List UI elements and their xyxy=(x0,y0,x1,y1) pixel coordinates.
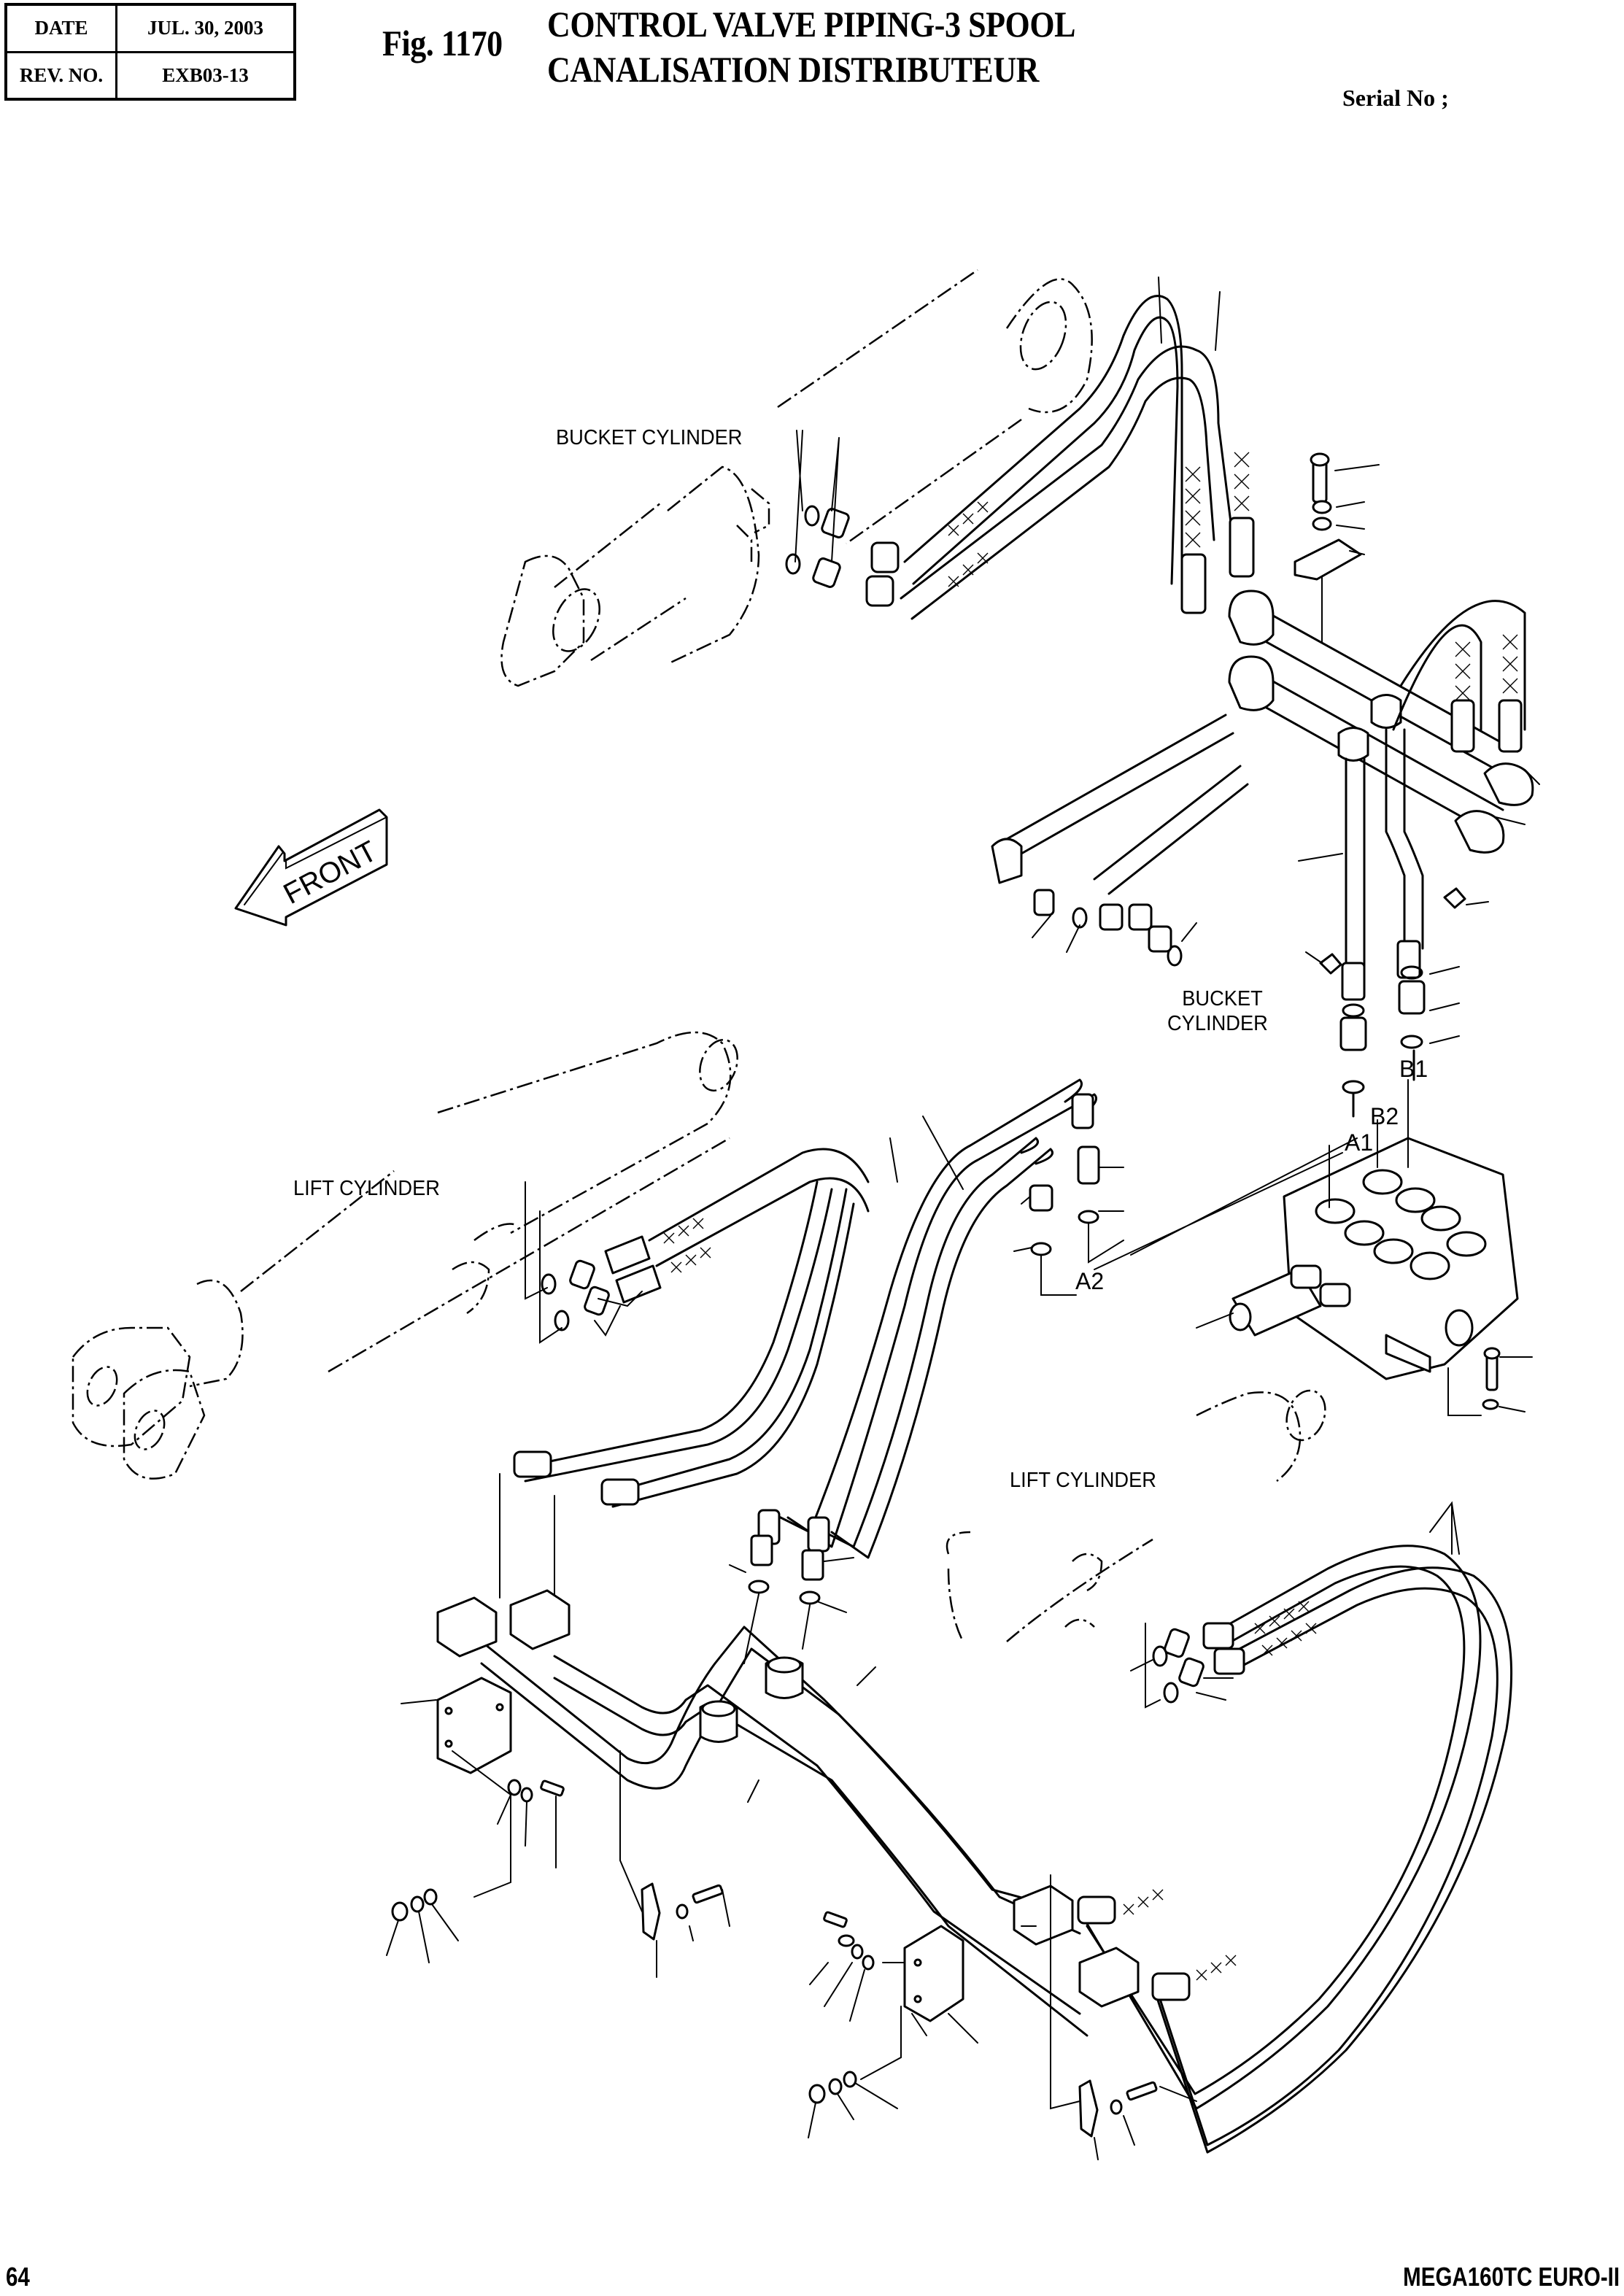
bucket-cylinder-label-top: BUCKET CYLINDER xyxy=(556,426,743,449)
bucket-cylinder-label-mid: BUCKET CYLINDER xyxy=(1167,986,1268,1036)
page-number: 64 xyxy=(6,2262,30,2292)
lift-hoses-upper xyxy=(765,1078,1358,1559)
bucket-cylinder-fittings xyxy=(785,430,900,607)
lift-cylinder-label-left: LIFT CYLINDER xyxy=(293,1177,440,1200)
lift-cylinder-left xyxy=(71,1031,738,1480)
steel-tube-assembly-lower xyxy=(436,1589,1140,2037)
revision-value: EXB03-13 xyxy=(115,50,296,101)
tube-tee-adapters xyxy=(729,1534,854,1664)
figure-number: Fig. 1170 xyxy=(382,23,503,63)
mounting-hardware xyxy=(386,1677,1197,2160)
date-row: DATE JUL. 30, 2003 xyxy=(4,3,296,53)
lift-cylinder-right xyxy=(946,1389,1326,1709)
control-valve-3-spool xyxy=(1196,1079,1533,1416)
figure-title-english: CONTROL VALVE PIPING-3 SPOOL xyxy=(547,4,1076,45)
port-label-a2: A2 xyxy=(1075,1268,1105,1294)
steel-tube-manifold xyxy=(1228,590,1540,986)
clamp-assembly-top xyxy=(1294,452,1380,643)
figure-title-french: CANALISATION DISTRIBUTEUR xyxy=(547,49,1040,90)
valve-inlet-pipes xyxy=(1305,887,1489,1118)
bucket-cylinder-top xyxy=(500,268,1093,687)
port-label-b1: B1 xyxy=(1399,1056,1428,1082)
bucket-cylinder-label-mid-line1: BUCKET xyxy=(1182,987,1263,1010)
bucket-hoses-lower xyxy=(991,714,1249,967)
front-direction-arrow: FRONT xyxy=(234,808,388,927)
revision-row: REV. NO. EXB03-13 xyxy=(4,50,296,101)
bucket-hoses-upper xyxy=(900,277,1255,620)
model-name: MEGA160TC EURO-II xyxy=(1403,2262,1620,2292)
serial-number-label: Serial No ; xyxy=(1342,85,1449,111)
date-label: DATE xyxy=(4,3,117,53)
lift-cylinder-label-right: LIFT CYLINDER xyxy=(1010,1469,1156,1492)
revision-info-table: DATE JUL. 30, 2003 REV. NO. EXB03-13 xyxy=(4,3,296,101)
port-label-b2: B2 xyxy=(1370,1103,1399,1129)
lift-hoses-lower xyxy=(499,1180,855,1599)
lift-hoses-right-loop xyxy=(1077,1501,1513,2154)
bucket-cylinder-label-mid-line2: CYLINDER xyxy=(1167,1012,1268,1035)
figure-title: CONTROL VALVE PIPING-3 SPOOL CANALISATIO… xyxy=(547,1,1075,92)
revision-label: REV. NO. xyxy=(4,50,117,101)
port-label-a1: A1 xyxy=(1345,1129,1374,1156)
date-value: JUL. 30, 2003 xyxy=(115,3,296,53)
lift-cylinder-left-fittings xyxy=(525,1148,870,1344)
